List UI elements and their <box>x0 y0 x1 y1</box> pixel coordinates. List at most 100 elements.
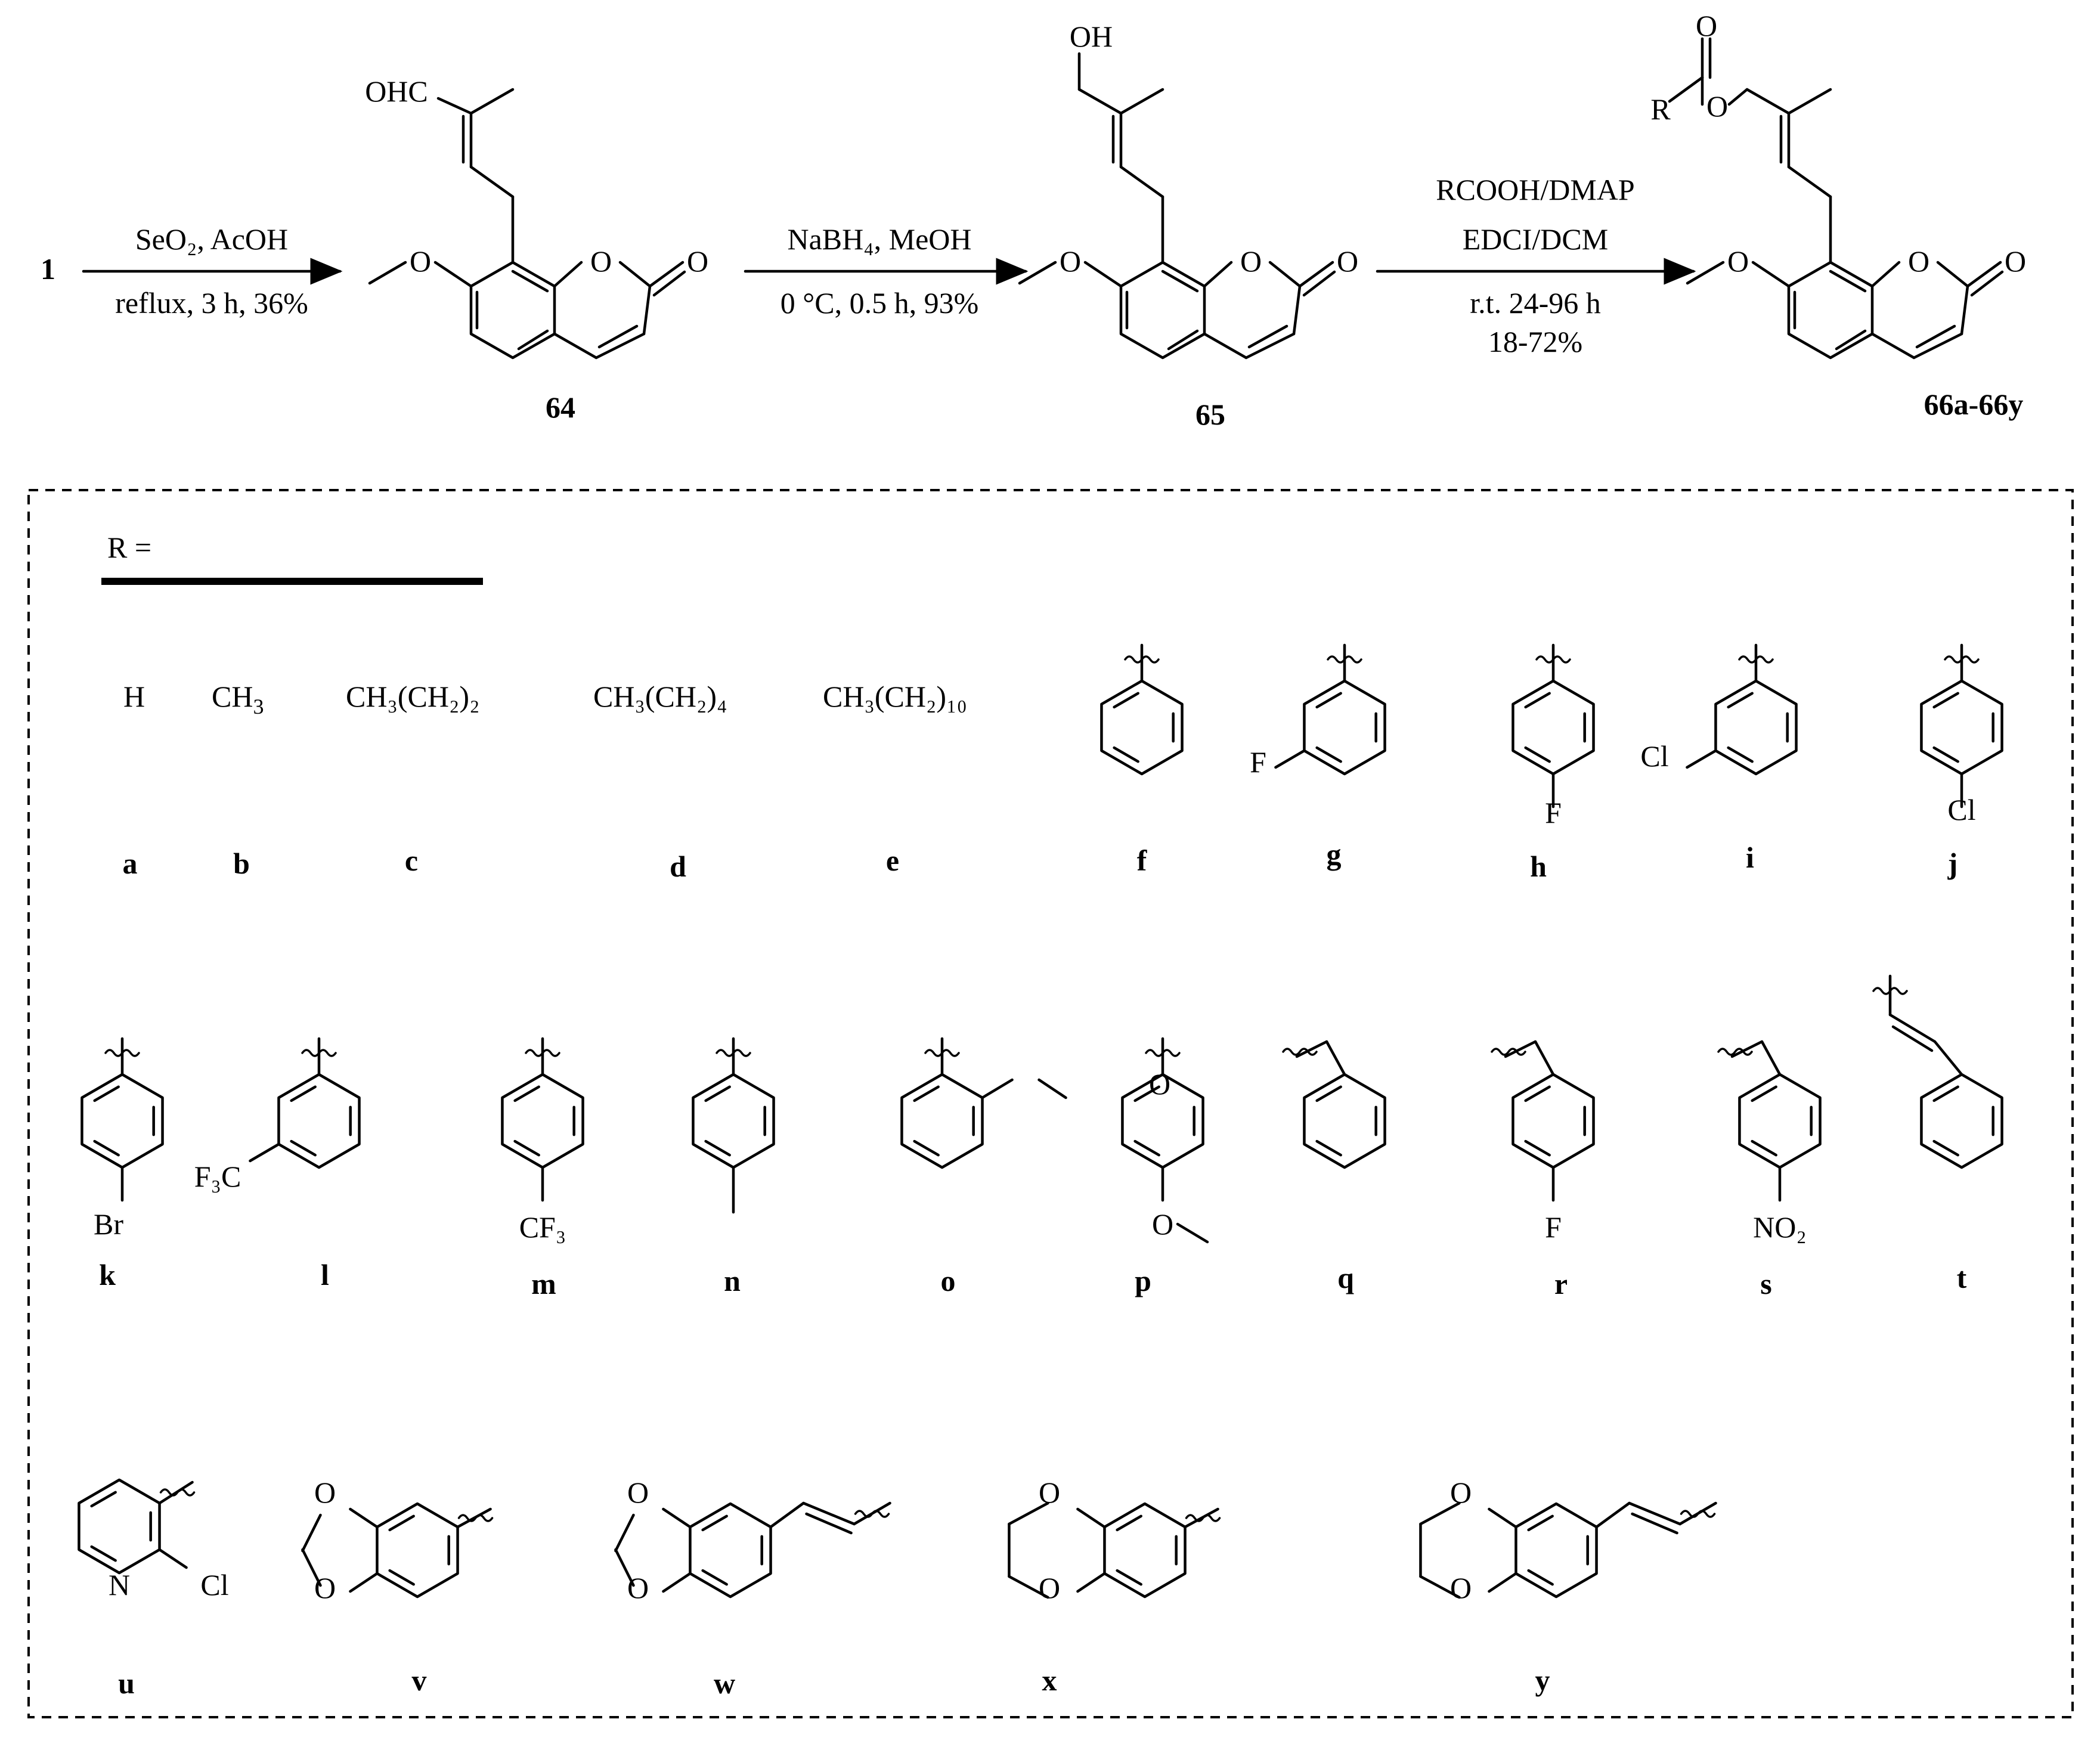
r-q-wavy-bond <box>1282 1048 1318 1056</box>
r-o-double-bond-2 <box>913 1085 940 1102</box>
r-group-letter-p: p <box>1135 1264 1151 1297</box>
r-l-double-bond-2 <box>290 1085 317 1102</box>
compound-64-structure: O O O OHC <box>365 75 708 360</box>
r-i-double-bond-1 <box>1727 746 1754 763</box>
sub-w-O2: O <box>627 1571 649 1604</box>
step1-reagents: SeO₂, AcOH <box>135 222 288 256</box>
r-y-ring <box>1514 1502 1598 1599</box>
step1-conditions: reflux, 3 h, 36% <box>115 286 308 320</box>
methoxy-oxygen: O <box>1060 244 1081 278</box>
r-o-double-bond-1 <box>913 1139 940 1157</box>
r-q-double-bond-1 <box>1315 1139 1342 1157</box>
r-b-structure: CH3 <box>212 680 264 718</box>
r-g-double-bond-2 <box>1315 692 1342 709</box>
r-x-ch2-bond-1 <box>1008 1501 1049 1526</box>
r-group-letter-r: r <box>1554 1267 1568 1300</box>
r-k-wavy-bond <box>104 1049 140 1057</box>
r-group-letter-i: i <box>1746 841 1754 874</box>
r-group-letter-x: x <box>1042 1664 1057 1697</box>
r-group-letter-h: h <box>1530 850 1547 883</box>
r-group-letter-l: l <box>321 1258 329 1291</box>
r-v-ring <box>376 1502 459 1599</box>
carbonyl-oxygen: O <box>687 244 708 278</box>
r-group-letter-u: u <box>118 1667 135 1700</box>
ester-carbonyl-oxygen: O <box>1696 9 1717 42</box>
sub-p-O: O <box>1152 1207 1173 1241</box>
hydroxyl-label: OH <box>1070 20 1113 53</box>
r-u-double-bond-1 <box>90 1545 117 1562</box>
r-d-structure: CH₃(CH₂)₄ <box>593 680 727 713</box>
r-group-letter-f: f <box>1137 844 1148 877</box>
r-group-letter-g: g <box>1327 838 1342 871</box>
r-group-letter-b: b <box>233 847 250 880</box>
r-group-letter-o: o <box>941 1264 956 1297</box>
r-x-wavy-bond <box>1185 1514 1221 1522</box>
r-w-vinyl-double-bond <box>802 1501 856 1526</box>
r-group-letter-k: k <box>99 1258 116 1291</box>
r-y-wavy-bond <box>1680 1510 1716 1518</box>
r-w-double-bond-2 <box>701 1514 728 1532</box>
r-f-ring <box>1100 679 1184 776</box>
step2-conditions: 0 °C, 0.5 h, 93% <box>780 286 979 320</box>
r-h-double-bond-1 <box>1524 746 1551 763</box>
r-y-vinyl-bond <box>1595 1501 1631 1529</box>
coumarin-core <box>368 88 686 360</box>
r-g-ring <box>1303 679 1386 776</box>
r-q-double-bond-2 <box>1315 1085 1342 1102</box>
r-s-double-bond-1 <box>1751 1139 1777 1157</box>
r-t-vinyl-bond <box>1933 1040 1963 1076</box>
r-s-ring <box>1738 1073 1822 1169</box>
r-g-meta-bond <box>1274 749 1306 769</box>
ring-oxygen: O <box>590 244 612 278</box>
r-u-ring <box>78 1478 161 1575</box>
r-v-double-bond-1 <box>388 1569 415 1586</box>
methoxy-oxygen: O <box>1727 244 1749 278</box>
r-p-methoxy-bond <box>1176 1222 1209 1244</box>
r-p-wavy-bond <box>1145 1049 1181 1057</box>
r-o-wavy-bond <box>924 1049 960 1057</box>
r-h-ring <box>1511 679 1595 776</box>
r-v-o1-bond <box>349 1507 379 1529</box>
r-group-header: R = <box>107 531 151 564</box>
r-group-letter-c: c <box>405 844 418 877</box>
r-o-ortho-bond <box>981 1078 1014 1099</box>
r-m-wavy-bond <box>525 1049 560 1057</box>
sub-s-NO2: NO₂ <box>1753 1210 1807 1244</box>
r-j-double-bond-2 <box>1932 692 1959 709</box>
r-i-double-bond-2 <box>1727 692 1754 709</box>
r-u-double-bond-2 <box>90 1491 117 1508</box>
r-n-double-bond-1 <box>704 1139 731 1157</box>
r-b-sub: 3 <box>253 695 264 718</box>
r-p-double-bond-1 <box>1133 1139 1160 1157</box>
r-v-attach-bond <box>456 1507 492 1529</box>
r-i-ring <box>1714 679 1798 776</box>
r-h-wavy-bond <box>1535 655 1571 664</box>
step3-conditions: r.t. 24-96 h <box>1470 286 1600 320</box>
r-h-double-bond-2 <box>1524 692 1551 709</box>
r-t-double-bond-2 <box>1932 1085 1959 1102</box>
r-l-ring <box>277 1073 361 1169</box>
r-n-ring <box>692 1073 775 1169</box>
r-w-double-bond-1 <box>701 1569 728 1586</box>
r-k-ring <box>80 1073 164 1169</box>
r-w-ch2-bond-1 <box>614 1513 635 1553</box>
sub-u-N: N <box>109 1568 130 1602</box>
r-x-ring <box>1103 1502 1187 1599</box>
r-v-wavy-bond <box>457 1514 494 1522</box>
r-t-vinyl-double-bond-2 <box>1891 1025 1934 1052</box>
r-r-wavy-bond <box>1491 1048 1526 1056</box>
r-x-double-bond-1 <box>1116 1569 1142 1586</box>
r-y-ch2-bond-3 <box>1419 1575 1461 1599</box>
r-v-double-bond-2 <box>388 1514 415 1532</box>
r-group-structures <box>78 643 2003 1599</box>
compound-66-label: 66a-66y <box>1924 388 2024 421</box>
r-y-double-bond-2 <box>1527 1514 1554 1532</box>
compound-66-structure: O O O O O R <box>1650 9 2026 360</box>
sub-g-F: F <box>1250 745 1266 779</box>
sub-h-F: F <box>1545 796 1562 829</box>
r-q-ring <box>1303 1073 1386 1169</box>
r-l-double-bond-1 <box>290 1139 317 1157</box>
r-y-o1-bond <box>1488 1507 1517 1529</box>
r-group-letter-j: j <box>1947 847 1958 880</box>
